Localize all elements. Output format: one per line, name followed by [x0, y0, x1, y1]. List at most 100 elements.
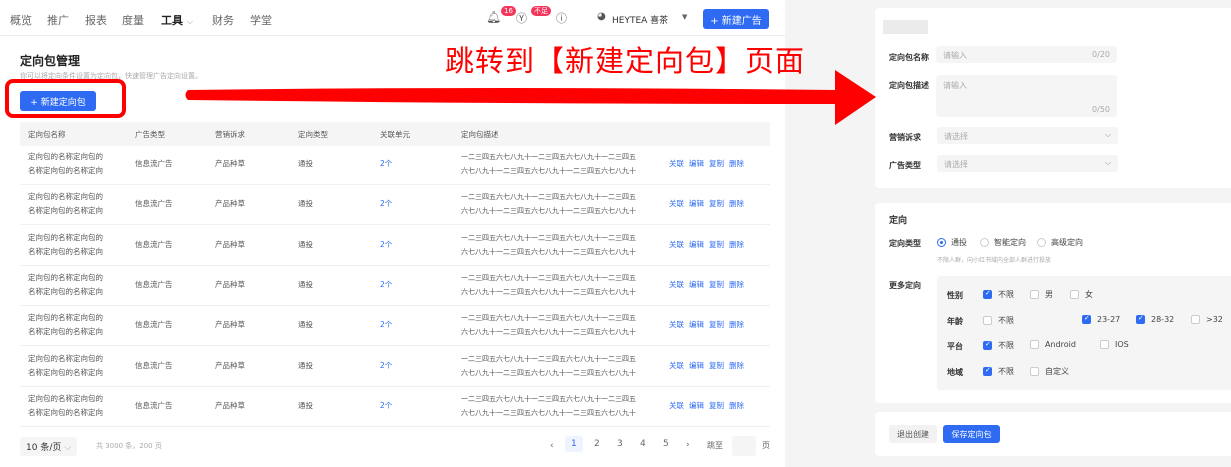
radio-label: 智能定向 [994, 238, 1026, 247]
copy-action[interactable]: 复制 [709, 320, 724, 330]
page-unit: 页 [762, 441, 770, 450]
save-button[interactable]: 保存定向包 [943, 425, 1000, 443]
account-name[interactable]: HEYTEA 喜茶 [612, 16, 669, 26]
annotation-text: 跳转到【新建定向包】页面 [445, 44, 806, 78]
adtype-select[interactable]: 请选择⌵ [937, 155, 1118, 172]
copy-action[interactable]: 复制 [709, 159, 724, 168]
goal-select[interactable]: 请选择⌵ [937, 127, 1118, 144]
region-checkbox[interactable]: 自定义 [1030, 366, 1069, 377]
link-action[interactable]: 关联 [669, 279, 684, 289]
page-4[interactable]: 4 [640, 439, 646, 449]
checkbox-label: 女 [1085, 290, 1093, 299]
link-action[interactable]: 关联 [669, 239, 684, 249]
desc-line: 六七八九十一二三四五六七八九十一二三四五六七八九十 [461, 207, 636, 216]
delete-action[interactable]: 删除 [729, 279, 744, 289]
radio-broad[interactable]: 通投 [937, 237, 967, 248]
page-1[interactable]: 1 [565, 436, 583, 452]
link-action[interactable]: 关联 [669, 159, 684, 168]
linked-units-link[interactable]: 2个 [380, 360, 393, 370]
link-action[interactable]: 关联 [669, 320, 684, 330]
copy-action[interactable]: 复制 [709, 239, 724, 249]
gender-checkbox[interactable]: 女 [1070, 289, 1093, 300]
checkbox-icon [1030, 366, 1039, 376]
avatar[interactable]: ◕ [597, 11, 606, 22]
edit-action[interactable]: 编辑 [689, 360, 704, 370]
radio-smart[interactable]: 智能定向 [980, 237, 1026, 248]
copy-action[interactable]: 复制 [709, 279, 724, 289]
delete-action[interactable]: 删除 [729, 320, 744, 330]
platform-checkbox[interactable]: IOS [1100, 340, 1129, 349]
age-checkbox[interactable]: 不限 [983, 315, 1014, 326]
name-placeholder: 请输入 [943, 51, 967, 60]
page-5[interactable]: 5 [663, 439, 669, 449]
edit-action[interactable]: 编辑 [689, 159, 704, 168]
nav-reports[interactable]: 报表 [85, 14, 107, 27]
linked-units-link[interactable]: 2个 [380, 159, 393, 168]
radio-advanced[interactable]: 高级定向 [1037, 237, 1083, 248]
link-action[interactable]: 关联 [669, 400, 684, 410]
goal: 产品种草 [215, 360, 245, 370]
bell-icon[interactable]: 🔔︎ [486, 10, 502, 24]
delete-action[interactable]: 删除 [729, 360, 744, 370]
delete-action[interactable]: 删除 [729, 239, 744, 249]
platform-checkbox[interactable]: 不限 [983, 340, 1014, 351]
jump-page-input[interactable] [732, 436, 756, 456]
package-desc: 一二三四五六七八九十一二三四五六七八九十一二三四五六七八九十一二三四五六七八九十… [461, 311, 636, 339]
nav-academy[interactable]: 学堂 [250, 14, 272, 27]
ad-type: 信息流广告 [135, 320, 173, 330]
edit-action[interactable]: 编辑 [689, 279, 704, 289]
copy-action[interactable]: 复制 [709, 199, 724, 209]
new-ad-button[interactable]: + 新建广告 [703, 9, 769, 29]
edit-action[interactable]: 编辑 [689, 199, 704, 209]
edit-action[interactable]: 编辑 [689, 400, 704, 410]
gender-checkbox[interactable]: 男 [1030, 289, 1053, 300]
nav-tools[interactable]: 工具 ⌵ [161, 12, 193, 28]
copy-action[interactable]: 复制 [709, 360, 724, 370]
edit-action[interactable]: 编辑 [689, 320, 704, 330]
linked-units-link[interactable]: 2个 [380, 199, 393, 209]
next-page-icon[interactable]: › [686, 440, 690, 450]
help-icon[interactable]: ⓘ [556, 12, 567, 25]
delete-action[interactable]: 删除 [729, 199, 744, 209]
checkbox-icon [1082, 314, 1091, 324]
linked-units-link[interactable]: 2个 [380, 279, 393, 289]
delete-action[interactable]: 删除 [729, 400, 744, 410]
page-2[interactable]: 2 [594, 439, 600, 449]
new-targeting-package-button[interactable]: + 新建定向包 [20, 91, 96, 111]
platform-label: 平台 [947, 342, 963, 351]
edit-action[interactable]: 编辑 [689, 239, 704, 249]
nav-overview[interactable]: 概览 [10, 14, 32, 27]
notification-badge: 16 [501, 6, 516, 16]
age-checkbox[interactable]: 23-27 [1082, 314, 1120, 324]
desc-line: 一二三四五六七八九十一二三四五六七八九十一二三四五 [461, 193, 636, 202]
copy-action[interactable]: 复制 [709, 400, 724, 410]
exit-button[interactable]: 退出创建 [889, 425, 937, 443]
nav-measure[interactable]: 度量 [122, 14, 144, 27]
link-action[interactable]: 关联 [669, 360, 684, 370]
gender-checkbox[interactable]: 不限 [983, 289, 1014, 300]
link-action[interactable]: 关联 [669, 199, 684, 209]
page-3[interactable]: 3 [617, 439, 623, 449]
age-checkbox[interactable]: >32 [1191, 314, 1223, 324]
age-checkbox[interactable]: 28-32 [1136, 314, 1174, 324]
nav-promotion[interactable]: 推广 [47, 14, 69, 27]
page-size-select[interactable]: 10 条/页 ⌵ [20, 437, 78, 456]
platform-checkbox[interactable]: Android [1030, 340, 1076, 349]
nav-finance[interactable]: 财务 [212, 14, 234, 27]
target-type: 通投 [298, 400, 313, 410]
desc-line: 六七八九十一二三四五六七八九十一二三四五六七八九十 [461, 247, 636, 256]
linked-units-link[interactable]: 2个 [380, 400, 393, 410]
delete-action[interactable]: 删除 [729, 159, 744, 168]
caret-down-icon[interactable]: ▼ [682, 13, 688, 21]
prev-page-icon[interactable]: ‹ [550, 441, 554, 451]
target-type: 通投 [298, 360, 313, 370]
package-name: 定向包的名称定向包的名称定向包的名称定向 [28, 311, 103, 339]
region-checkbox[interactable]: 不限 [983, 366, 1014, 377]
wallet-icon[interactable]: Ⓨ [516, 12, 527, 25]
table-header: 定向包名称 广告类型 营销诉求 定向类型 关联单元 定向包描述 [20, 122, 770, 146]
linked-units-link[interactable]: 2个 [380, 320, 393, 330]
checkbox-icon [1030, 290, 1039, 299]
linked-units-link[interactable]: 2个 [380, 239, 393, 249]
